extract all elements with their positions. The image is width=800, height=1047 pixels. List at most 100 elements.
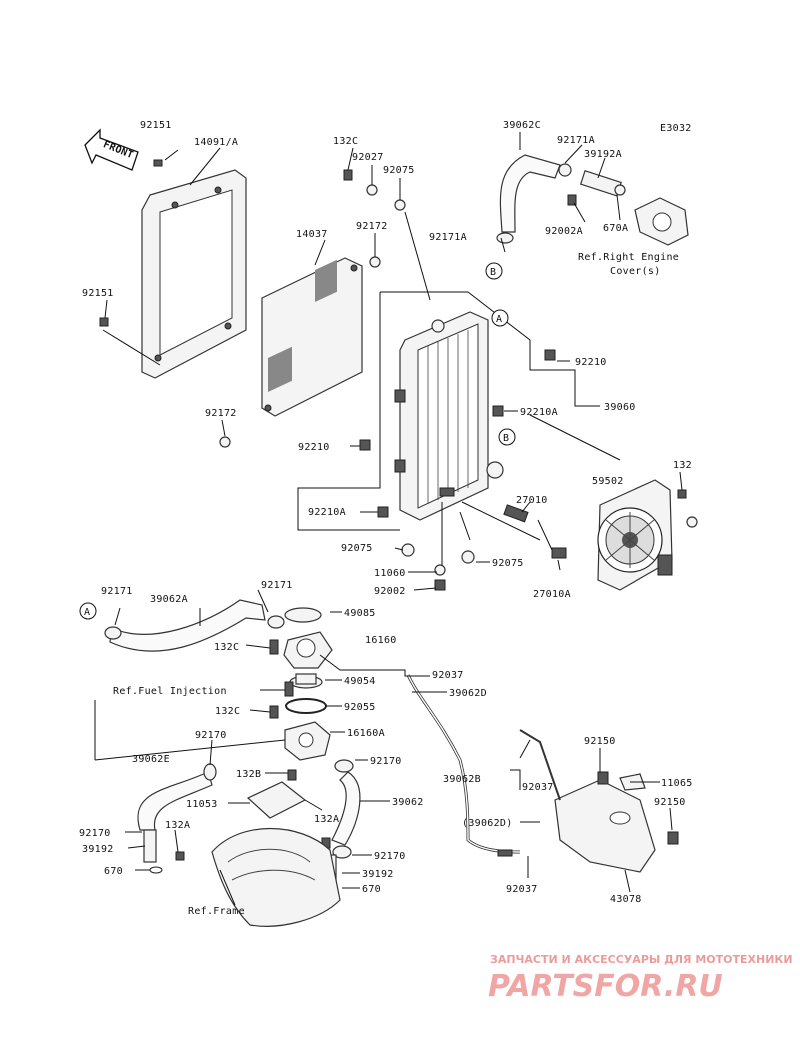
label-11060: 11060 <box>374 568 406 579</box>
label-27010: 27010 <box>516 495 548 506</box>
bolt-icon <box>99 159 687 518</box>
callout-a-top: A <box>491 309 509 327</box>
label-92037-mid: 92037 <box>522 782 554 793</box>
label-39062a: 39062A <box>150 594 188 605</box>
label-132a-mid: 132A <box>314 814 339 825</box>
svg-text:B: B <box>503 433 509 444</box>
diagram-code: E3032 <box>660 123 692 134</box>
radiator-fan <box>597 479 698 591</box>
label-39062c: 39062C <box>503 120 541 131</box>
watermark-tagline: ЗАПЧАСТИ И АКСЕССУАРЫ ДЛЯ МОТОТЕХНИКИ <box>490 953 793 966</box>
o-ring-92055 <box>285 698 327 714</box>
label-39062: 39062 <box>392 797 424 808</box>
label-92055: 92055 <box>344 702 376 713</box>
label-92002a: 92002A <box>545 226 583 237</box>
leader-lines <box>94 132 683 906</box>
label-132b: 132B <box>236 769 261 780</box>
label-11065: 11065 <box>661 778 693 789</box>
upper-hose-39062c <box>499 154 561 233</box>
drain-parts <box>401 504 567 591</box>
watermark: ЗАПЧАСТИ И АКСЕССУАРЫ ДЛЯ МОТОТЕХНИКИ PA… <box>488 953 793 1004</box>
label-49054: 49054 <box>344 676 376 687</box>
label-ref-right-engine: Ref.Right Engine <box>578 252 679 263</box>
label-92170-a: 92170 <box>195 730 227 741</box>
label-ref-frame: Ref.Frame <box>188 906 245 917</box>
label-92172-bottom: 92172 <box>205 408 237 419</box>
label-39062d: 39062D <box>449 688 487 699</box>
svg-text:A: A <box>84 607 90 618</box>
label-92075-right: 92075 <box>492 558 524 569</box>
front-arrow-icon: FRONT <box>84 128 139 171</box>
pipe-39192a <box>558 163 626 197</box>
label-132c-low: 132C <box>215 706 240 717</box>
label-11053: 11053 <box>186 799 218 810</box>
label-92037-top: 92037 <box>432 670 464 681</box>
hose-39062d <box>406 674 521 854</box>
label-ref-right-engine-2: Cover(s) <box>610 266 661 277</box>
label-92170-right: 92170 <box>370 756 402 767</box>
label-16160: 16160 <box>365 635 397 646</box>
hose-39062a <box>104 599 285 652</box>
svg-text:B: B <box>490 267 496 278</box>
label-39192-left: 39192 <box>82 844 114 855</box>
thermostat-housing <box>269 607 333 669</box>
label-ref-fuel-injection: Ref.Fuel Injection <box>113 686 227 697</box>
radiator-shroud <box>141 169 247 379</box>
clamp-92171a <box>496 232 514 244</box>
hose-39062 <box>331 759 361 859</box>
callout-b-top: B <box>485 262 503 280</box>
label-92170-low: 92170 <box>374 851 406 862</box>
label-14091a: 14091/A <box>194 137 238 148</box>
reservoir-tank <box>497 729 679 873</box>
thermostat <box>284 673 323 697</box>
part-labels: E3032 92151 14091/A 132C 92027 92075 390… <box>79 120 693 917</box>
label-92171-mid: 92171 <box>261 580 293 591</box>
label-92027: 92027 <box>352 152 384 163</box>
label-92210a-left: 92210A <box>308 507 346 518</box>
label-92210a-right: 92210A <box>520 407 558 418</box>
label-92210-right: 92210 <box>575 357 607 368</box>
label-92151: 92151 <box>140 120 172 131</box>
label-92171a: 92171A <box>557 135 595 146</box>
label-670-left: 670 <box>104 866 123 877</box>
svg-text:A: A <box>496 314 502 325</box>
label-92150-right: 92150 <box>654 797 686 808</box>
label-92075: 92075 <box>383 165 415 176</box>
label-92210-left: 92210 <box>298 442 330 453</box>
label-670a: 670A <box>603 223 628 234</box>
radiator-screen <box>261 257 363 417</box>
label-92171-left: 92171 <box>101 586 133 597</box>
housing-16160a <box>269 705 331 761</box>
label-92170-left: 92170 <box>79 828 111 839</box>
label-92151-left: 92151 <box>82 288 114 299</box>
label-27010a: 27010A <box>533 589 571 600</box>
label-39062e: 39062E <box>132 754 170 765</box>
label-39192a: 39192A <box>584 149 622 160</box>
engine-cover-ref <box>634 197 689 246</box>
watermark-logo: PARTSFOR.RU <box>488 969 723 1004</box>
label-92075-left: 92075 <box>341 543 373 554</box>
label-39062d-paren: (39062D) <box>462 818 513 829</box>
label-92002: 92002 <box>374 586 406 597</box>
label-92150-top: 92150 <box>584 736 616 747</box>
label-39062b: 39062B <box>443 774 481 785</box>
pipe-39192-left <box>143 829 163 874</box>
label-14037: 14037 <box>296 229 328 240</box>
label-92172-top: 92172 <box>356 221 388 232</box>
label-39192-right: 39192 <box>362 869 394 880</box>
label-59502: 59502 <box>592 476 624 487</box>
label-92037-bottom: 92037 <box>506 884 538 895</box>
label-43078: 43078 <box>610 894 642 905</box>
label-92171a-left: 92171A <box>429 232 467 243</box>
label-39060: 39060 <box>604 402 636 413</box>
radiator <box>394 311 504 521</box>
label-16160a: 16160A <box>347 728 385 739</box>
label-132: 132 <box>673 460 692 471</box>
label-132c-mid: 132C <box>214 642 239 653</box>
callout-b-radiator: B <box>498 428 516 446</box>
frame-ref <box>211 827 341 927</box>
callout-a-left: A <box>79 602 97 620</box>
label-49085: 49085 <box>344 608 376 619</box>
label-132c: 132C <box>333 136 358 147</box>
